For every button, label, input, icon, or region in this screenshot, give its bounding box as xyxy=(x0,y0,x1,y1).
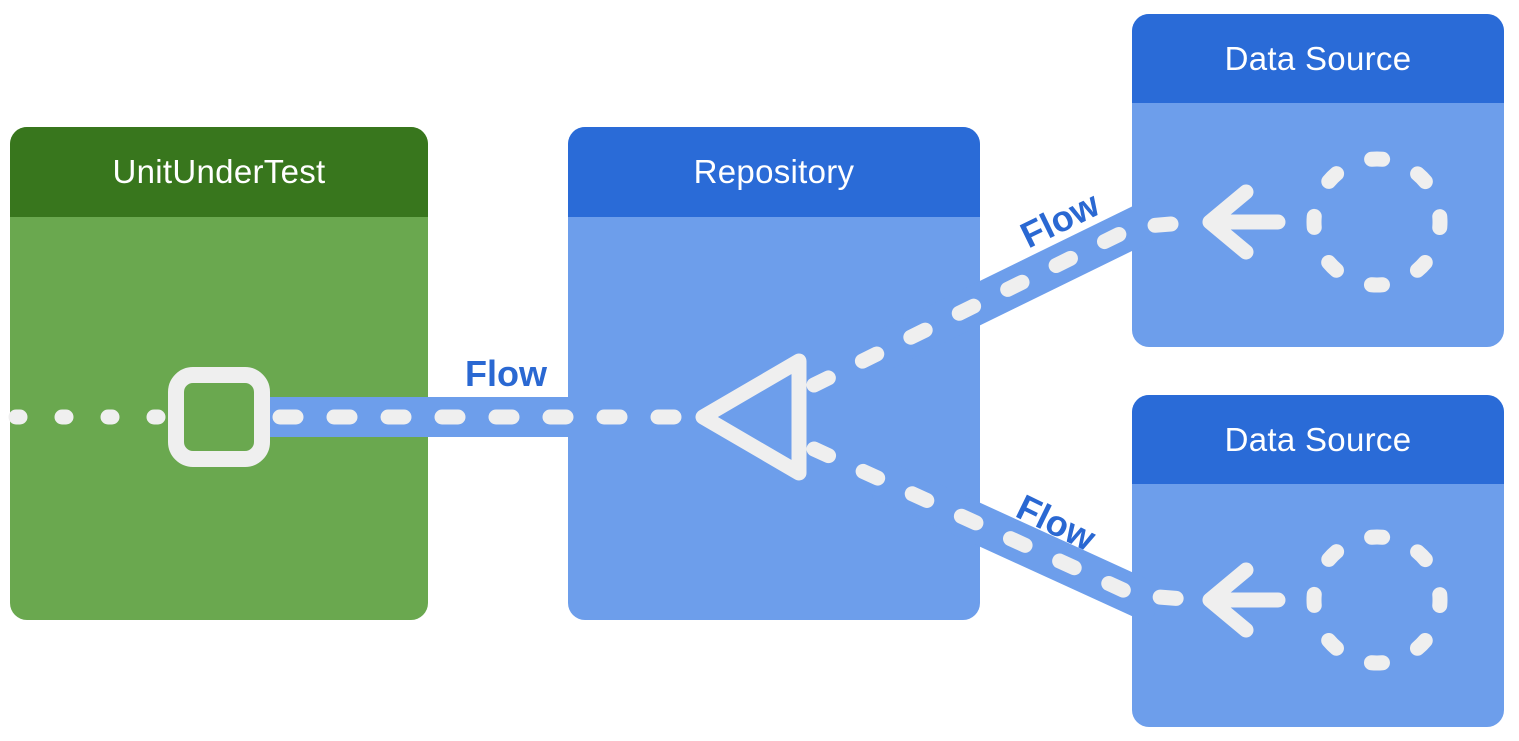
flow-label-repository-to-unit: Flow xyxy=(465,353,547,394)
node-data-source-bottom-header: Data Source xyxy=(1132,395,1504,484)
node-data-source-top-header: Data Source xyxy=(1132,14,1504,103)
node-data-source-top: Data Source xyxy=(1132,14,1504,347)
node-data-source-bottom-title: Data Source xyxy=(1224,420,1412,458)
node-repository: Repository xyxy=(568,127,980,620)
node-repository-header: Repository xyxy=(568,127,980,217)
node-unit-under-test: UnitUnderTest xyxy=(10,127,428,620)
node-unit-under-test-header: UnitUnderTest xyxy=(10,127,428,217)
node-data-source-top-title: Data Source xyxy=(1224,39,1412,77)
flow-label-data-source-top: Flow xyxy=(1013,183,1106,256)
flow-label-data-source-bottom: Flow xyxy=(1010,486,1103,559)
node-data-source-bottom: Data Source xyxy=(1132,395,1504,727)
node-unit-under-test-title: UnitUnderTest xyxy=(112,153,326,190)
node-repository-title: Repository xyxy=(693,153,855,190)
